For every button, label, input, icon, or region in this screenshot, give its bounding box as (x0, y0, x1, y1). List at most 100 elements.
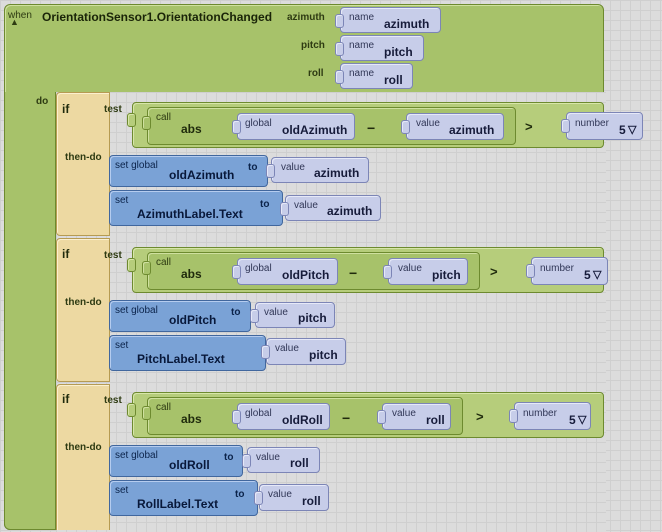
global-getter-oldroll[interactable]: global oldRoll (232, 403, 330, 430)
number-block[interactable]: number 5 ▽ (509, 402, 591, 430)
value-var: azimuth (314, 166, 360, 180)
number-kw: number (523, 408, 557, 419)
collapse-triangle-icon[interactable]: ▲ (10, 17, 19, 27)
value-var: azimuth (449, 123, 495, 137)
if-block-azimuth[interactable] (56, 92, 110, 236)
connector-nub (401, 120, 410, 134)
global-var: oldRoll (282, 413, 323, 427)
value-kw: value (416, 118, 440, 129)
set-kw: set (115, 195, 129, 206)
number-block[interactable]: number 5 ▽ (526, 257, 608, 285)
value-getter-roll[interactable]: value roll (377, 403, 451, 430)
set-global-oldpitch[interactable]: set global oldPitch to (109, 300, 251, 332)
set-prop: RollLabel.Text (137, 497, 219, 511)
connector-nub (335, 42, 344, 56)
dropdown-triangle-icon[interactable]: ▽ (578, 414, 587, 426)
call-label: call (156, 112, 172, 123)
connector-nub (335, 70, 344, 84)
param-roll[interactable]: name roll (335, 63, 413, 89)
connector-nub (232, 265, 241, 279)
if-block-pitch[interactable] (56, 238, 110, 382)
param-value: roll (384, 73, 403, 87)
set-prop: AzimuthLabel.Text (137, 207, 243, 221)
if-label: if (62, 102, 70, 116)
dropdown-triangle-icon[interactable]: ▽ (628, 124, 637, 136)
connector-nub (142, 406, 151, 420)
set-kw: set (115, 340, 129, 351)
if-label: if (62, 392, 70, 406)
set-global-var: oldPitch (169, 313, 217, 327)
to-kw: to (231, 307, 241, 318)
test-label: test (104, 395, 122, 406)
set-pitchlabel-text[interactable]: set PitchLabel.Text (109, 335, 266, 371)
param-label-pitch: pitch (301, 40, 325, 51)
number-block[interactable]: number 5 ▽ (561, 112, 643, 140)
connector-nub (142, 261, 151, 275)
then-do-label: then-do (65, 297, 102, 308)
set-value-pitch[interactable]: value pitch (261, 338, 346, 365)
connector-nub (127, 258, 136, 272)
set-global-oldroll[interactable]: set global oldRoll to (109, 445, 243, 477)
set-value-roll[interactable]: value roll (254, 484, 329, 511)
number-value: 5 (569, 413, 576, 427)
global-kw: global (245, 118, 272, 129)
abs-label: abs (181, 267, 202, 281)
param-kind: name (349, 40, 375, 51)
connector-nub (127, 113, 136, 127)
value-kw: value (398, 263, 422, 274)
connector-nub (142, 116, 151, 130)
value-var: roll (302, 494, 321, 508)
param-pitch[interactable]: name pitch (335, 35, 424, 61)
minus-operator: − (349, 265, 358, 281)
number-value: 5 (584, 268, 591, 282)
set-global-value-azimuth[interactable]: value azimuth (266, 157, 369, 183)
connector-nub (242, 454, 251, 468)
number-kw: number (575, 118, 609, 129)
set-global-value-roll[interactable]: value roll (242, 447, 320, 473)
global-getter-oldpitch[interactable]: global oldPitch (232, 258, 338, 285)
set-global-var: oldRoll (169, 458, 210, 472)
test-label: test (104, 250, 122, 261)
global-kw: global (245, 408, 272, 419)
value-var: pitch (309, 348, 338, 362)
set-prop: PitchLabel.Text (137, 352, 225, 366)
value-kw: value (294, 200, 318, 211)
set-global-value-pitch[interactable]: value pitch (250, 302, 335, 328)
value-var: pitch (298, 311, 327, 325)
param-azimuth[interactable]: name azimuth (335, 7, 441, 33)
value-getter-azimuth[interactable]: value azimuth (401, 113, 504, 140)
gt-operator: > (490, 264, 498, 279)
connector-nub (232, 120, 241, 134)
call-label: call (156, 257, 172, 268)
connector-nub (250, 309, 259, 323)
connector-nub (127, 403, 136, 417)
value-var: roll (426, 413, 445, 427)
param-value: azimuth (384, 17, 430, 31)
global-kw: global (245, 263, 272, 274)
do-label: do (36, 96, 49, 107)
connector-nub (526, 264, 535, 278)
value-getter-pitch[interactable]: value pitch (383, 258, 468, 285)
connector-nub (377, 410, 386, 424)
set-value-azimuth[interactable]: value azimuth (280, 195, 381, 221)
value-var: pitch (432, 268, 461, 282)
value-var: roll (290, 456, 309, 470)
to-kw: to (248, 162, 258, 173)
number-kw: number (540, 263, 574, 274)
global-getter-oldazimuth[interactable]: global oldAzimuth (232, 113, 355, 140)
connector-nub (261, 345, 270, 359)
set-global-var: oldAzimuth (169, 168, 235, 182)
global-var: oldPitch (282, 268, 330, 282)
when-label: when (8, 10, 32, 21)
dropdown-triangle-icon[interactable]: ▽ (593, 269, 602, 281)
param-label-azimuth: azimuth (287, 12, 325, 23)
connector-nub (254, 491, 263, 505)
value-var: azimuth (327, 204, 373, 218)
call-label: call (156, 402, 172, 413)
set-global-oldazimuth[interactable]: set global oldAzimuth to (109, 155, 268, 187)
if-label: if (62, 247, 70, 261)
connector-nub (335, 14, 344, 28)
set-rolllabel-text[interactable]: set RollLabel.Text to (109, 480, 258, 516)
set-azimuthlabel-text[interactable]: set AzimuthLabel.Text to (109, 190, 283, 226)
connector-nub (383, 265, 392, 279)
